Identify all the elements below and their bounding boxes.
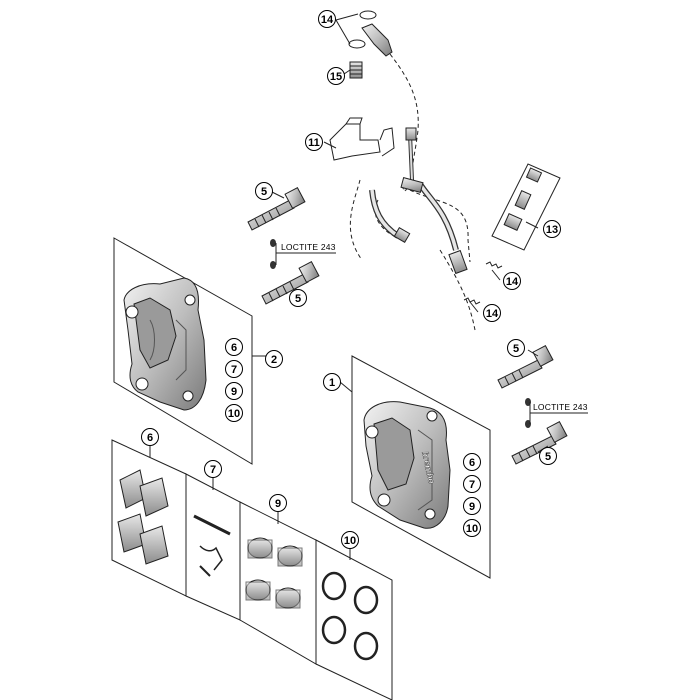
left-caliper-group: [113, 237, 268, 465]
small-seals: [463, 261, 503, 305]
callout-10-left: 10: [228, 408, 240, 420]
seal-ring: [321, 571, 379, 661]
callout-14-washers: 14: [321, 14, 334, 26]
caliper-bolt-left-bottom: [261, 260, 320, 305]
caliper-bolt-left-top: [247, 186, 306, 231]
kit-box-brake-pads: [111, 439, 187, 597]
callout-15-bleed-screw: 15: [330, 71, 342, 83]
callout-14-seal-low: 14: [486, 308, 499, 320]
sealing-washer-top: [359, 10, 377, 20]
right-caliper-body: [363, 401, 451, 529]
caliper-bolt-right-bottom: [511, 420, 568, 465]
callout-7-left: 7: [231, 364, 237, 376]
pad-pin: [193, 514, 231, 536]
left-caliper-frame: [113, 237, 253, 465]
callout-5-bolt-right-bottom: 5: [545, 451, 551, 463]
callout-13-bleed-kit: 13: [546, 224, 558, 236]
callout-5-bolt-left-bottom: 5: [295, 293, 301, 305]
callout-5-bolt-right-top: 5: [513, 343, 519, 355]
left-caliper-body: [123, 277, 207, 411]
sealing-washer-bottom: [348, 39, 366, 49]
bleed-kit-box: [491, 163, 561, 251]
callout-6-left: 6: [231, 342, 237, 354]
callout-5-bolt-left-top: 5: [261, 186, 267, 198]
callout-7-pin-kit: 7: [210, 464, 216, 476]
banjo-fitting: [361, 23, 393, 57]
callout-9-piston-kit: 9: [275, 498, 281, 510]
washer-left-top: [270, 239, 276, 247]
callout-1-right-caliper: 1: [329, 377, 335, 389]
caliper-bolt-right-top: [497, 344, 554, 389]
kit-box-pin-spring: [185, 473, 241, 621]
hose-bracket: [329, 123, 381, 161]
kit-box-pistons: [239, 501, 317, 665]
washer-left-bottom: [270, 261, 276, 269]
callout-9-right: 9: [469, 501, 475, 513]
brake-hose-dashed: [389, 53, 419, 186]
callout-14-seal-mid: 14: [506, 276, 519, 288]
callout-9-left: 9: [231, 386, 237, 398]
callout-10-seal-kit: 10: [344, 535, 356, 547]
kit-box-seals: [315, 539, 393, 700]
piston: [245, 537, 303, 609]
loctite-left-label: LOCTITE 243: [281, 242, 336, 252]
callout-6-right: 6: [469, 457, 475, 469]
callout-11-bracket: 11: [308, 137, 320, 149]
right-caliper-group: brembo: [339, 355, 491, 579]
callout-layer: 14 15 11 13 14 14 5 5 2 6 7 9 10 5 5 1 6…: [141, 10, 561, 549]
loctite-right-label: LOCTITE 243: [533, 402, 588, 412]
right-caliper-frame: [351, 355, 491, 579]
callout-10-right: 10: [466, 523, 478, 535]
callout-2-left-caliper: 2: [271, 354, 277, 366]
brake-line-assembly: [329, 10, 476, 331]
callout-7-right: 7: [469, 479, 475, 491]
callout-6-pads-kit: 6: [147, 432, 153, 444]
